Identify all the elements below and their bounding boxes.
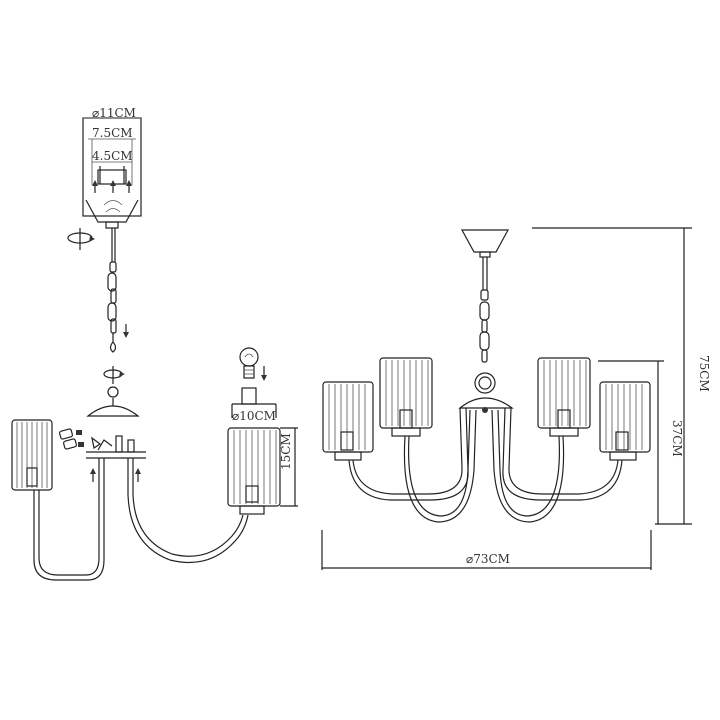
- shade-2: [379, 357, 433, 437]
- hanging-chain: [107, 228, 129, 353]
- total-height-dimension: 75CM: [532, 227, 711, 525]
- ceiling-mount-detail: ⌀11CM 7.5CM 4.5CM: [67, 106, 142, 250]
- mount-depth-outer-label: 7.5CM: [92, 126, 133, 140]
- total-width-dimension: ⌀73CM: [321, 530, 652, 570]
- total-height-label: 75CM: [697, 355, 711, 392]
- body-height-dimension: 37CM: [598, 360, 684, 524]
- down-arrow-icon: [261, 366, 267, 381]
- left-shade: [11, 419, 53, 491]
- body-plate-detail: [11, 366, 249, 581]
- assembled-chandelier: 75CM 37CM ⌀73CM: [321, 227, 711, 570]
- shade-3: [537, 357, 591, 437]
- shade-1: [322, 381, 374, 461]
- down-arrow-icon: [123, 324, 129, 338]
- mount-diameter-label: ⌀11CM: [92, 106, 136, 120]
- up-arrow-icon: [90, 468, 141, 482]
- shade-bulb-detail: ⌀10CM 15CM: [227, 347, 298, 515]
- up-arrow-icon: [92, 180, 132, 193]
- shade-4: [599, 381, 651, 461]
- total-width-label: ⌀73CM: [466, 552, 510, 566]
- bulb-icon: [239, 347, 259, 379]
- rotate-icon: [103, 366, 125, 384]
- shade-diameter-label: ⌀10CM: [232, 409, 276, 423]
- shade-height-label: 15CM: [279, 433, 293, 470]
- mount-depth-inner-label: 4.5CM: [92, 149, 133, 163]
- screw-parts: [59, 428, 102, 450]
- body-height-label: 37CM: [670, 420, 684, 457]
- rotate-icon: [67, 228, 95, 250]
